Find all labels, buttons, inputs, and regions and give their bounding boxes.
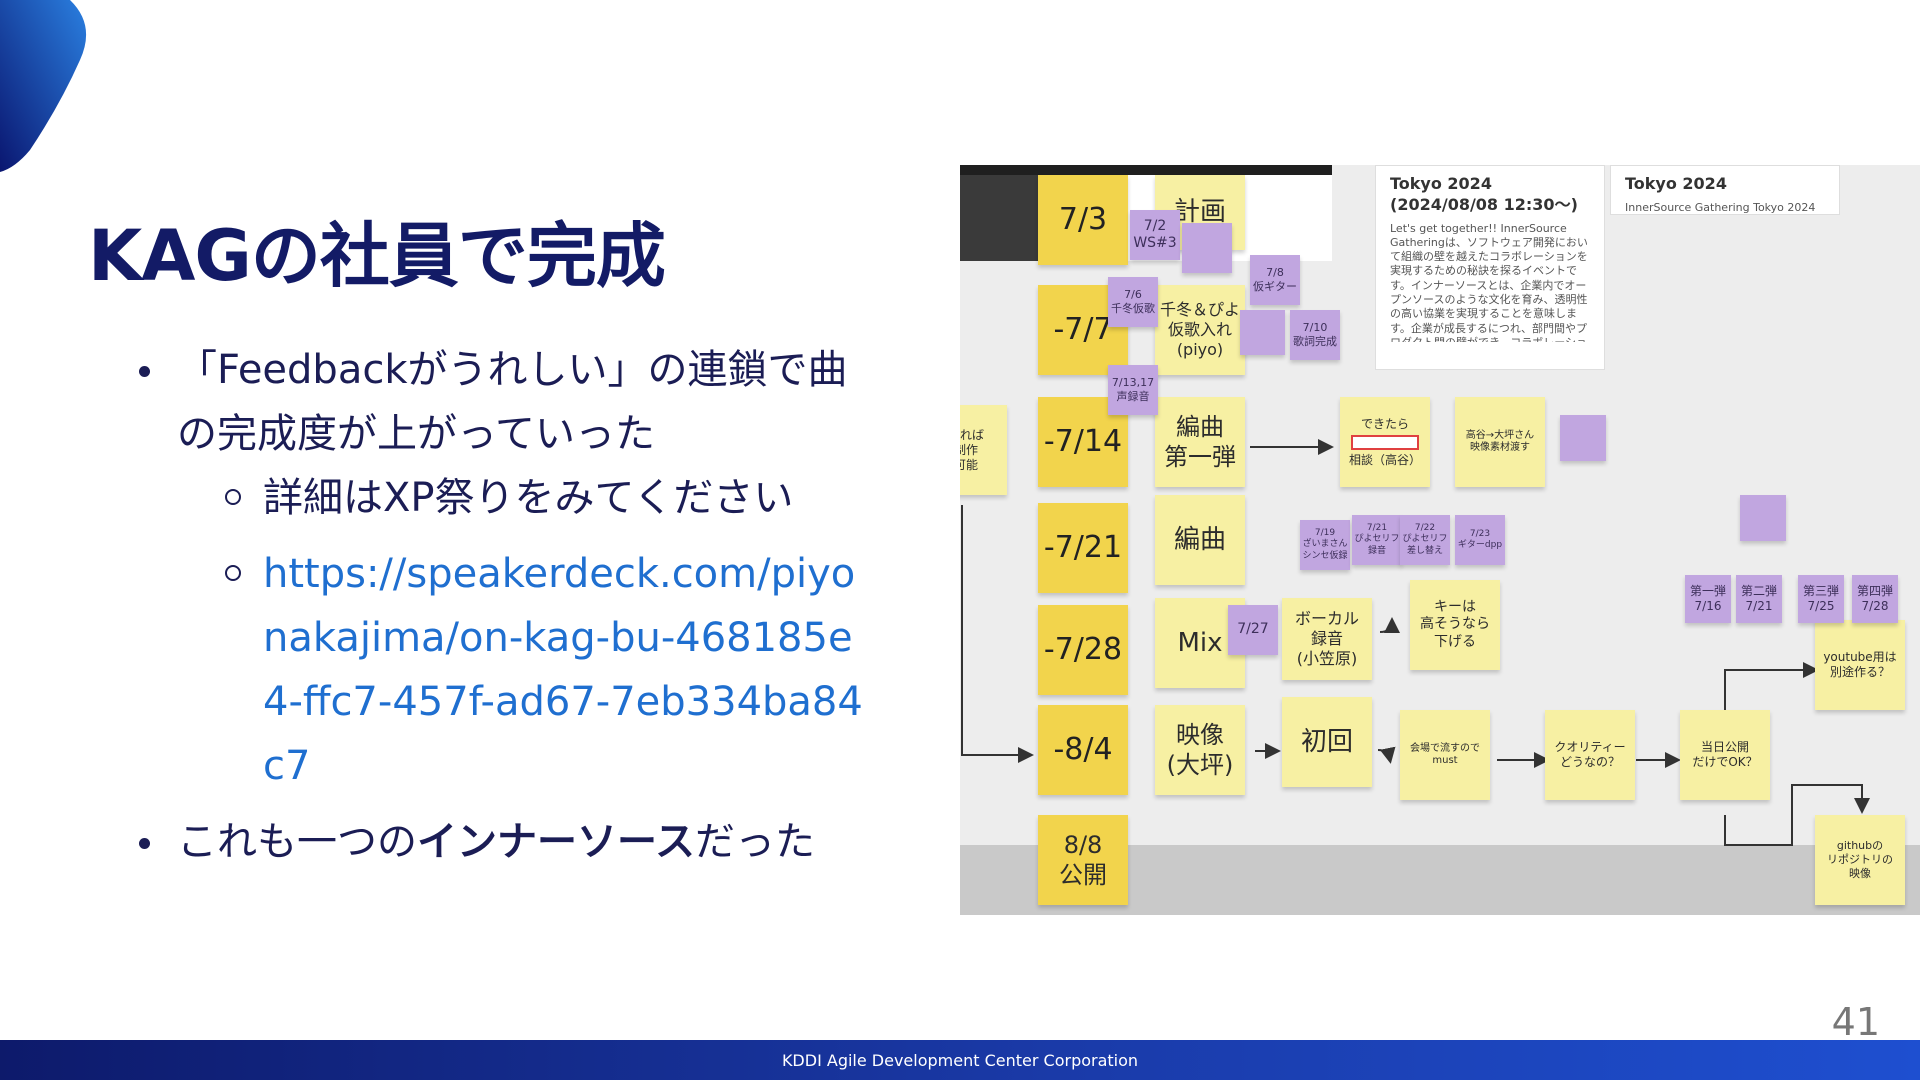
kaijo-note: 会場で流すので must	[1400, 710, 1490, 800]
youtube-note: youtube用は 別途作る？	[1815, 620, 1905, 710]
corner-decoration	[0, 0, 87, 172]
key-note: キーは 高そうなら 下げる	[1410, 580, 1500, 670]
page-number: 41	[1831, 1000, 1880, 1044]
purple-note: 7/22 ぴよセリフ 差し替え	[1400, 515, 1450, 565]
wave-note: 第四弾 7/28	[1852, 575, 1898, 623]
bullet-innersource: これも一つのインナーソースだった	[135, 810, 875, 874]
purple-note: 7/27	[1228, 605, 1278, 655]
date-note: -7/28	[1038, 605, 1128, 695]
bullet-list: 「Feedbackがうれしい」の連鎖で曲の完成度が上がっていった 詳細はXP祭り…	[135, 338, 875, 874]
date-note: 7/3	[1038, 175, 1128, 265]
purple-note: 7/8 仮ギター	[1250, 255, 1300, 305]
vocal-note: ボーカル 録音 (小笠原)	[1282, 598, 1372, 680]
arrange1-note: 編曲 第一弾	[1155, 397, 1245, 487]
dekitara-label: できたら	[1360, 416, 1409, 431]
wave-note: 第二弾 7/21	[1736, 575, 1782, 623]
sing-note: 千冬＆ぴよ 仮歌入れ (piyo)	[1155, 285, 1245, 375]
speakerdeck-link[interactable]: https://speakerdeck.com/piyonakajima/on-…	[263, 551, 863, 789]
purple-note: 7/6 千冬仮歌	[1108, 277, 1158, 327]
purple-note: 7/10 歌詞完成	[1290, 310, 1340, 360]
photo-person	[960, 175, 1050, 261]
event-card: Tokyo 2024 (2024/08/08 12:30〜) Let's get…	[1375, 165, 1605, 370]
github-note: githubの リポジトリの 映像	[1815, 815, 1905, 905]
slide-title: KAGの社員で完成	[88, 215, 666, 297]
purple-note-small	[1740, 495, 1786, 541]
purple-note: 7/23 ギターdpp	[1455, 515, 1505, 565]
purple-note-small	[1560, 415, 1606, 461]
partial-left-note: かれば 制作 可能	[960, 405, 1007, 495]
event-card-small-body: InnerSource Gathering Tokyo 2024	[1625, 200, 1816, 214]
date-note: -7/21	[1038, 503, 1128, 593]
event-card-body: Let's get together!! InnerSource Gatheri…	[1390, 221, 1588, 342]
bullet-innersource-post: だった	[695, 819, 815, 865]
event-card-title: Tokyo 2024 (2024/08/08 12:30〜)	[1390, 174, 1578, 214]
purple-note-small	[1182, 223, 1232, 273]
quality-note: クオリティー どうなの？	[1545, 710, 1635, 800]
dekitara-note: できたら 相談（高谷）	[1340, 397, 1430, 487]
purple-note: 7/21 ぴよセリフ 録音	[1352, 515, 1402, 565]
photo-dark-strip	[960, 165, 1332, 175]
purple-note-small	[1240, 310, 1285, 355]
footer-bar: KDDI Agile Development Center Corporatio…	[0, 1040, 1920, 1080]
video-note: 映像 (大坪)	[1155, 705, 1245, 795]
release-date-note: 8/8 公開	[1038, 815, 1128, 905]
event-card-small: Tokyo 2024 InnerSource Gathering Tokyo 2…	[1610, 165, 1840, 215]
date-note: -8/4	[1038, 705, 1128, 795]
wave-note: 第一弾 7/16	[1685, 575, 1731, 623]
event-card-small-title: Tokyo 2024	[1625, 174, 1727, 193]
first-note: 初回	[1282, 697, 1372, 787]
handover-note: 高谷→大坪さん 映像素材渡す	[1455, 397, 1545, 487]
bullet-innersource-pre: これも一つの	[177, 819, 417, 865]
soudan-label: 相談（高谷）	[1348, 452, 1421, 467]
bullet-innersource-bold: インナーソース	[417, 819, 695, 865]
arrange2-note: 編曲	[1155, 495, 1245, 585]
bullet-feedback: 「Feedbackがうれしい」の連鎖で曲の完成度が上がっていった	[135, 338, 875, 466]
purple-note: 7/19 ざいまさん シンセ仮録	[1300, 520, 1350, 570]
sub-bullet-link: https://speakerdeck.com/piyonakajima/on-…	[135, 542, 875, 798]
sticky-note-board: 7/3 -7/7 -7/14 -7/21 -7/28 -8/4 8/8 公開 計…	[960, 165, 1920, 915]
footer-text: KDDI Agile Development Center Corporatio…	[781, 1050, 1139, 1070]
sub-bullet-details: 詳細はXP祭りをみてください	[135, 466, 875, 530]
purple-note: 7/13,17 声録音	[1108, 365, 1158, 415]
wave-note: 第三弾 7/25	[1798, 575, 1844, 623]
purple-note: 7/2 WS#3	[1130, 210, 1180, 260]
release-note: 当日公開 だけでOK？	[1680, 710, 1770, 800]
redacted-box	[1351, 434, 1419, 450]
